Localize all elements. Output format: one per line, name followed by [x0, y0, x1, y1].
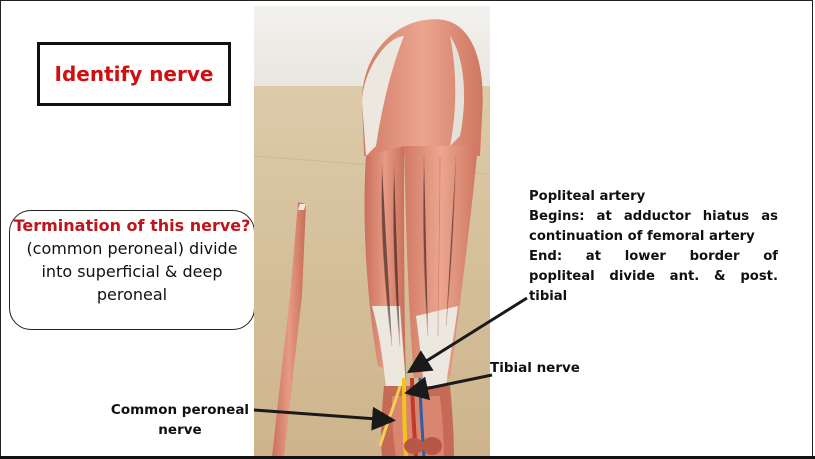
info-line-5: tibial: [529, 289, 568, 304]
info-line-3: End: at lower border of: [529, 249, 778, 264]
question-text: Termination of this nerve?: [13, 216, 251, 235]
leg-model-illustration: [254, 6, 490, 457]
common-peroneal-line-1: Common peroneal: [110, 402, 250, 418]
slide-title: Identify nerve: [54, 62, 214, 86]
popliteal-artery-info: Popliteal artery Begins: at adductor hia…: [529, 187, 778, 307]
common-peroneal-line-2: nerve: [158, 422, 202, 438]
answer-text: (common peroneal) divide into superficia…: [26, 239, 238, 304]
info-line-1: Begins: at adductor hiatus as: [529, 209, 778, 224]
info-line-2: continuation of femoral artery: [529, 229, 755, 244]
leg-model-photo: [254, 6, 490, 457]
tibial-nerve-label: Tibial nerve: [490, 360, 580, 376]
info-heading: Popliteal artery: [529, 189, 646, 204]
info-line-4: popliteal divide ant. & post.: [529, 269, 778, 284]
bottom-bar: [0, 456, 815, 459]
common-peroneal-label: Common peroneal nerve: [105, 400, 255, 440]
title-box: Identify nerve: [37, 42, 231, 106]
question-box: Termination of this nerve? (common peron…: [9, 210, 255, 330]
